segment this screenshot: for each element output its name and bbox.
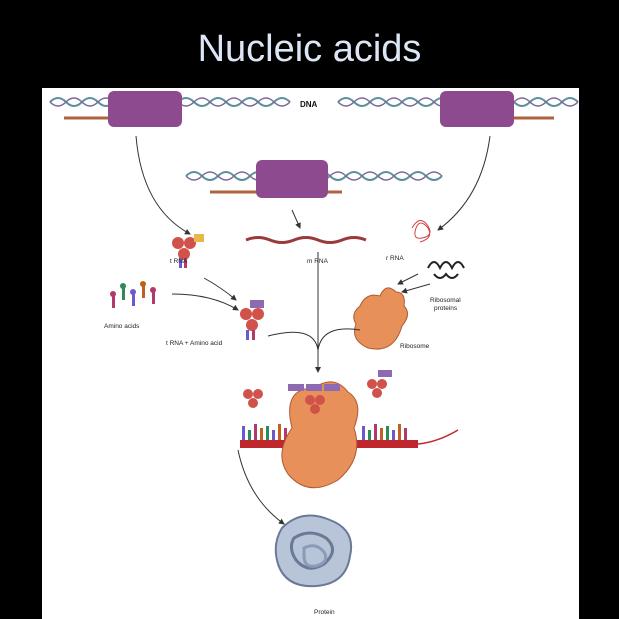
arrow-ribosome-merge bbox=[317, 328, 361, 351]
ribosomal-proteins-label-2: proteins bbox=[434, 305, 458, 312]
gene-box-left bbox=[108, 91, 182, 127]
ribosome-label: Ribosome bbox=[400, 343, 430, 350]
arrow-dna-to-rrna bbox=[437, 135, 491, 231]
trna-amino-acid-complex bbox=[240, 300, 264, 340]
dna-label: DNA bbox=[300, 100, 318, 109]
trna-amino-acid-label: t RNA + Amino acid bbox=[166, 340, 223, 347]
trna-center bbox=[288, 384, 340, 414]
ribosome-shape bbox=[353, 287, 408, 350]
mrna-tail bbox=[417, 429, 459, 445]
amino-acids-graphic bbox=[110, 281, 156, 308]
slide-title: Nucleic acids bbox=[197, 28, 422, 70]
ribosomal-proteins-label-1: Ribosomal bbox=[430, 297, 461, 304]
arrow-to-protein bbox=[237, 449, 285, 525]
folded-protein bbox=[274, 514, 352, 588]
arrow-aa-to-complex bbox=[171, 293, 239, 311]
gene-box-middle bbox=[256, 160, 328, 198]
arrow-proteins-to-ribosome bbox=[401, 283, 431, 294]
protein-label: Protein bbox=[314, 609, 335, 616]
trna-label: t RNA bbox=[170, 258, 188, 265]
trna-right bbox=[367, 370, 392, 398]
arrow-dna-to-mrna bbox=[291, 209, 301, 229]
mrna-strand bbox=[245, 236, 367, 244]
trna-left bbox=[243, 389, 263, 408]
codon-bars bbox=[242, 424, 407, 440]
arrow-dna-to-trna bbox=[135, 135, 191, 235]
protein-synthesis-diagram: DNA m RNA t RNA bbox=[49, 91, 579, 616]
arrow-rrna-to-ribosome bbox=[397, 273, 419, 285]
rrna-molecule bbox=[411, 220, 431, 243]
arrow-trna-to-complex bbox=[203, 277, 237, 301]
diagram-panel: DNA m RNA t RNA bbox=[42, 88, 579, 619]
arrow-complex-merge bbox=[267, 331, 319, 351]
trna-molecule bbox=[172, 234, 204, 268]
rrna-label: r RNA bbox=[386, 255, 404, 262]
amino-acids-label: Amino acids bbox=[104, 323, 140, 330]
ribosomal-proteins-graphic bbox=[427, 261, 465, 279]
gene-box-right bbox=[440, 91, 514, 127]
